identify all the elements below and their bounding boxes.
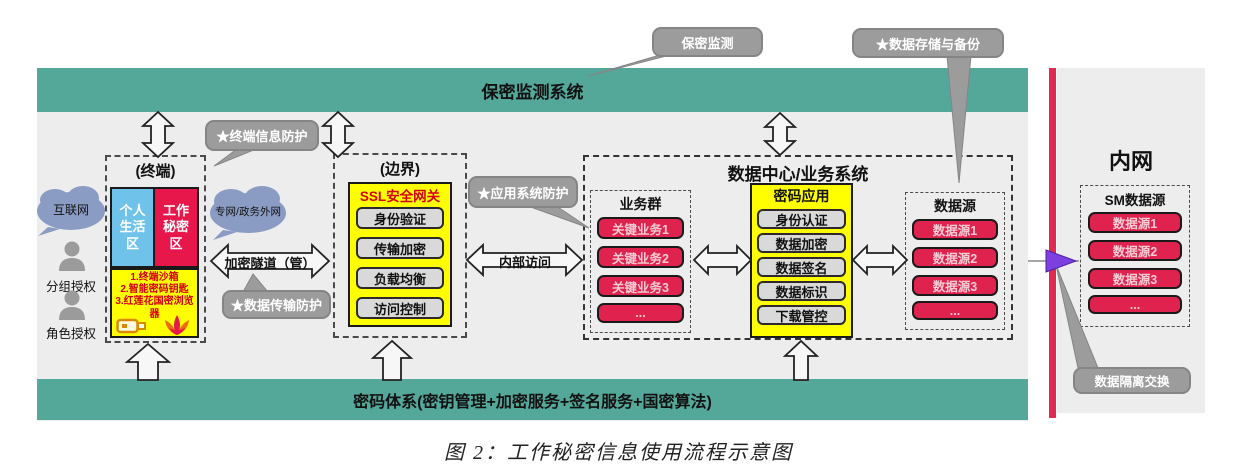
datacenter-title: 数据中心/业务系统	[727, 165, 869, 184]
tunnel-arrow-label: 加密隧道（管）	[224, 256, 316, 271]
callout-isolation-exchange: 数据隔离交换	[1073, 367, 1191, 394]
sm-datasource-box	[1080, 185, 1190, 327]
internal-access-label: 内部访问	[498, 255, 551, 270]
boundary-title: (边界)	[380, 161, 420, 178]
callout-terminal-protect: ★终端信息防护	[205, 120, 319, 151]
crypto-system-bar: 密码体系(密钥管理+加密服务+签名服务+国密算法)	[37, 379, 1028, 420]
sm-item-1: 数据源1	[1088, 212, 1182, 233]
business-item-2: 关键业务2	[597, 246, 684, 268]
crypto-system-label: 密码体系(密钥管理+加密服务+签名服务+国密算法)	[353, 393, 712, 411]
datasource-title: 数据源	[934, 198, 976, 214]
callout-transfer-protect: ★数据传输防护	[222, 290, 331, 319]
figure-caption: 图 2：工作秘密信息使用流程示意图	[444, 442, 793, 464]
role-auth-label: 角色授权	[45, 327, 96, 341]
usb-key-icon	[116, 318, 146, 334]
datasource-item-3: 数据源3	[912, 275, 998, 296]
sm-item-3: 数据源3	[1088, 268, 1182, 289]
internet-cloud-icon	[37, 186, 105, 236]
callout-monitor: 保密监测	[652, 27, 763, 57]
role-auth-person-icon	[59, 290, 85, 320]
extranet-cloud-icon	[210, 186, 286, 240]
group-auth-person-icon	[59, 241, 85, 271]
intranet-title: 内网	[1108, 149, 1153, 174]
crypto-item-sign: 数据签名	[757, 257, 846, 277]
work-secret-zone: 工作秘密区	[155, 187, 199, 268]
monitoring-system-label: 保密监测系统	[481, 82, 584, 102]
terminal-tool-2: 2.智能密码钥匙	[120, 284, 189, 296]
terminal-tool-1: 1.终端沙箱	[130, 272, 179, 283]
crypto-item-tag: 数据标识	[757, 281, 846, 301]
crypto-item-encrypt: 数据加密	[757, 233, 846, 253]
ssl-gateway-title: SSL安全网关	[359, 189, 441, 204]
crypto-app-title: 密码应用	[773, 188, 830, 204]
business-group-box	[590, 190, 691, 333]
gateway-item-access: 访问控制	[356, 297, 444, 319]
crypto-item-download: 下载管控	[757, 305, 846, 325]
terminal-tool-3: 3.红莲花国密浏览器	[115, 296, 194, 320]
lotus-browser-icon	[165, 315, 189, 335]
crypto-item-identity: 身份认证	[757, 209, 846, 229]
callout-app-protect: ★应用系统防护	[468, 176, 578, 208]
gateway-item-encrypt: 传输加密	[356, 237, 444, 259]
group-auth-label: 分组授权	[45, 280, 96, 294]
personal-life-zone-label: 个人生活区	[119, 203, 146, 251]
callout-storage-backup: ★数据存储与备份	[852, 28, 1004, 58]
monitoring-system-bar: 保密监测系统	[37, 68, 1028, 112]
personal-life-zone: 个人生活区	[110, 187, 155, 268]
gateway-item-auth: 身份验证	[356, 207, 444, 229]
sm-datasource-title: SM数据源	[1104, 193, 1166, 208]
terminal-title: (终端)	[135, 163, 176, 180]
datasource-item-2: 数据源2	[912, 247, 998, 268]
business-item-3: 关键业务3	[597, 275, 684, 297]
network-isolation-divider	[1049, 68, 1056, 418]
sm-item-2: 数据源2	[1088, 240, 1182, 261]
business-item-1: 关键业务1	[597, 217, 684, 239]
business-group-title: 业务群	[619, 196, 662, 212]
sm-item-more: ...	[1088, 295, 1182, 314]
work-secret-zone-label: 工作秘密区	[162, 203, 189, 251]
extranet-cloud-label: 专网/政务外网	[215, 206, 281, 218]
datasource-item-more: ...	[912, 301, 998, 320]
datasource-item-1: 数据源1	[912, 219, 998, 240]
datacenter-box	[583, 155, 1013, 340]
internet-cloud-label: 互联网	[52, 203, 89, 217]
gateway-item-balance: 负载均衡	[356, 267, 444, 289]
business-item-more: ...	[597, 303, 684, 323]
